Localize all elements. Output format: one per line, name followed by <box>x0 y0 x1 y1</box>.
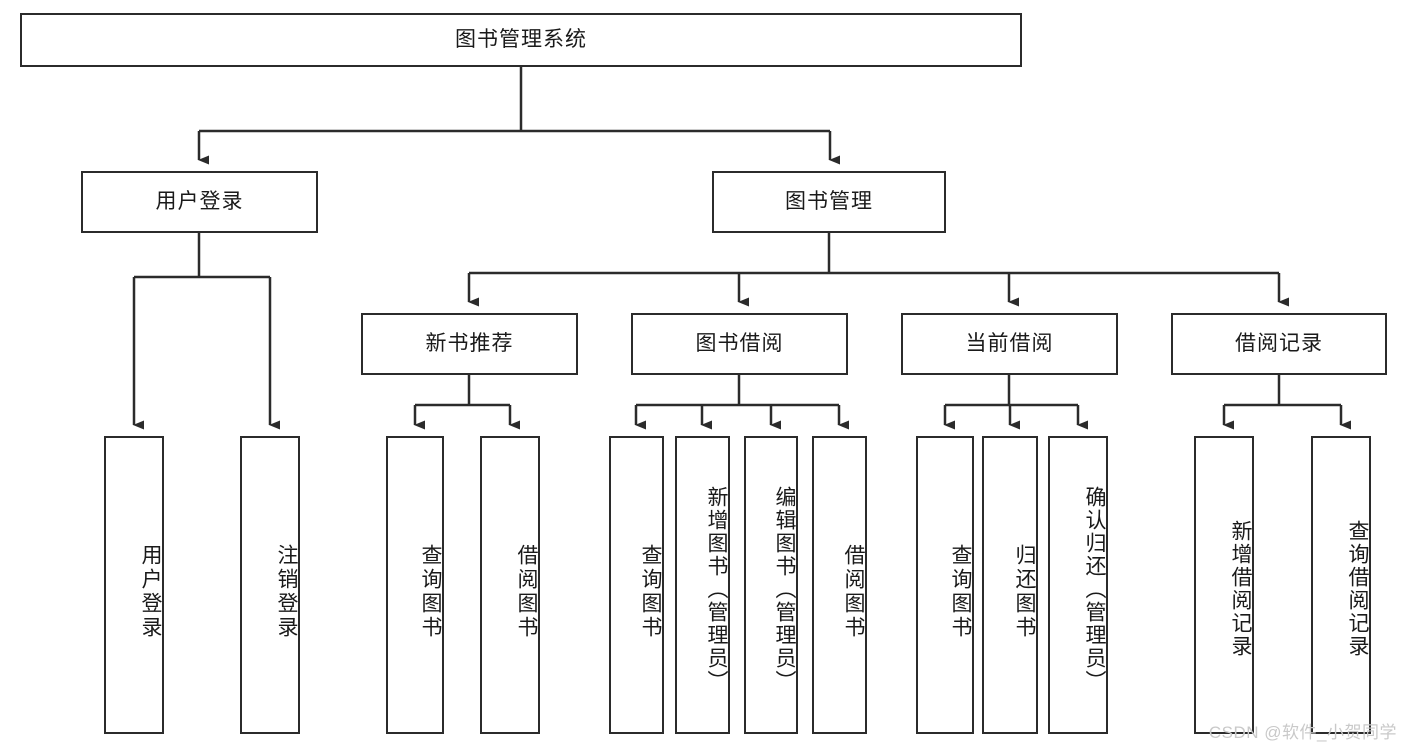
node-leaf-query-book-1-label: 查询图书 <box>419 544 442 640</box>
node-leaf-return-book-label: 归还图书 <box>1013 544 1036 640</box>
node-borrow-record[interactable]: 借阅记录 <box>1171 313 1387 375</box>
node-book-borrow[interactable]: 图书借阅 <box>631 313 848 375</box>
node-root-label: 图书管理系统 <box>455 28 587 52</box>
node-new-book-rec[interactable]: 新书推荐 <box>361 313 578 375</box>
node-leaf-edit-book[interactable]: 编辑图书（管理员） <box>744 436 798 734</box>
node-leaf-query-record[interactable]: 查询借阅记录 <box>1311 436 1371 734</box>
node-current-borrow-label: 当前借阅 <box>965 332 1054 356</box>
node-user-login-label: 用户登录 <box>155 190 244 214</box>
node-leaf-query-record-label: 查询借阅记录 <box>1346 520 1369 658</box>
node-book-manage[interactable]: 图书管理 <box>712 171 946 233</box>
node-leaf-confirm-return[interactable]: 确认归还（管理员） <box>1048 436 1108 734</box>
node-borrow-record-label: 借阅记录 <box>1235 332 1323 356</box>
node-leaf-borrow-book-2-label: 借阅图书 <box>842 544 865 640</box>
node-leaf-add-record[interactable]: 新增借阅记录 <box>1194 436 1254 734</box>
node-leaf-user-login[interactable]: 用户登录 <box>104 436 164 734</box>
node-leaf-user-logout-label: 注销登录 <box>275 544 298 640</box>
watermark: CSDN @软件_小贺同学 <box>1208 723 1397 742</box>
node-leaf-confirm-return-label: 确认归还（管理员） <box>1083 485 1106 693</box>
node-book-borrow-label: 图书借阅 <box>695 332 784 356</box>
node-leaf-query-book-1[interactable]: 查询图书 <box>386 436 444 734</box>
node-leaf-edit-book-label: 编辑图书（管理员） <box>773 485 796 693</box>
node-leaf-query-book-3-label: 查询图书 <box>949 544 972 640</box>
node-leaf-borrow-book-2[interactable]: 借阅图书 <box>812 436 867 734</box>
node-leaf-borrow-book-1-label: 借阅图书 <box>515 544 538 640</box>
node-root[interactable]: 图书管理系统 <box>20 13 1022 67</box>
node-leaf-add-book-label: 新增图书（管理员） <box>705 485 728 693</box>
node-leaf-borrow-book-1[interactable]: 借阅图书 <box>480 436 540 734</box>
node-leaf-return-book[interactable]: 归还图书 <box>982 436 1038 734</box>
node-leaf-user-logout[interactable]: 注销登录 <box>240 436 300 734</box>
node-leaf-query-book-2[interactable]: 查询图书 <box>609 436 664 734</box>
node-leaf-query-book-2-label: 查询图书 <box>639 544 662 640</box>
node-leaf-query-book-3[interactable]: 查询图书 <box>916 436 974 734</box>
node-leaf-add-record-label: 新增借阅记录 <box>1229 520 1252 658</box>
node-user-login[interactable]: 用户登录 <box>81 171 318 233</box>
node-current-borrow[interactable]: 当前借阅 <box>901 313 1118 375</box>
node-leaf-add-book[interactable]: 新增图书（管理员） <box>675 436 730 734</box>
node-new-book-rec-label: 新书推荐 <box>425 332 514 356</box>
node-leaf-user-login-label: 用户登录 <box>139 544 162 640</box>
node-book-manage-label: 图书管理 <box>785 190 873 214</box>
